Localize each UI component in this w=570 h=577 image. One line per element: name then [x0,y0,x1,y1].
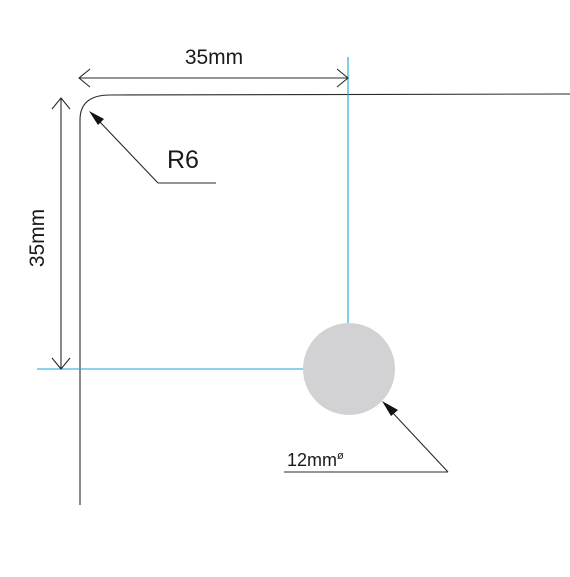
height-arrow-top [51,97,71,110]
radius-label: R6 [167,146,199,174]
hole-circle [303,323,395,415]
radius-leader-line [98,120,159,184]
height-arrow-bottom [51,357,71,370]
radius-arrowhead [89,111,104,125]
radius-callout [89,111,216,184]
part-outline [79,93,570,505]
width-label: 35mm [185,46,243,69]
diameter-symbol: ø [337,450,344,462]
width-arrow-right [336,68,349,88]
height-label: 35mm [26,209,49,267]
hole-callout [284,401,449,473]
hole-diameter-value: 12mm [287,450,337,470]
width-arrow-left [78,68,91,88]
height-dimension [51,97,71,370]
width-dimension [78,68,349,88]
hole-arrowhead [382,401,398,416]
hole-leader-line [391,411,449,473]
hole-diameter-label: 12mmø [287,450,344,470]
